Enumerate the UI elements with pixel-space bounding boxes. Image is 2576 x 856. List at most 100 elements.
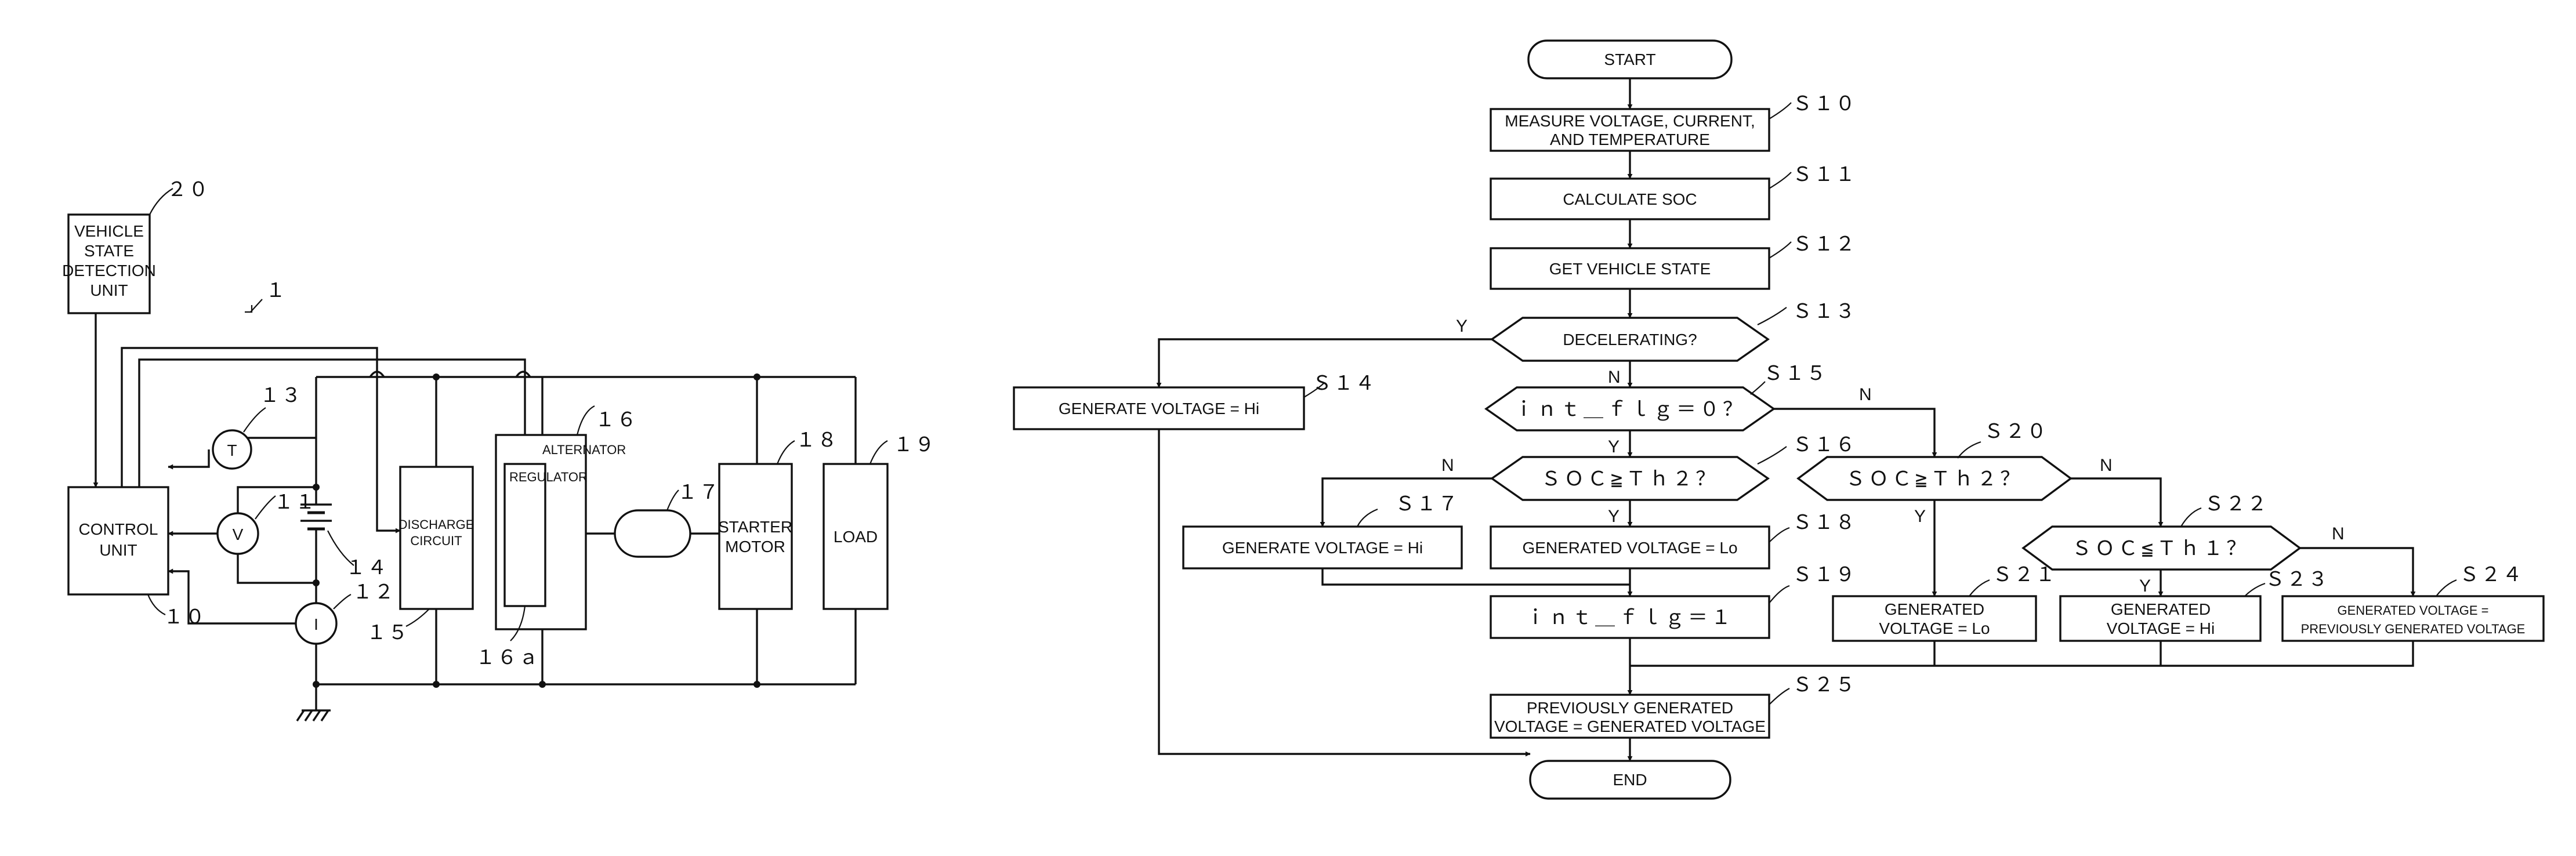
- decision-s20: ＳＯＣ≧Ｔｈ２？: [1798, 457, 2071, 500]
- s13-no-label: N: [1608, 368, 1621, 387]
- start-terminal: START: [1528, 41, 1731, 78]
- s24-line-1: GENERATED VOLTAGE =: [2337, 603, 2488, 618]
- s20-yes-label: Y: [1914, 507, 1926, 526]
- s20-no-label: N: [2100, 456, 2113, 475]
- s11-label: CALCULATE SOC: [1563, 190, 1697, 208]
- current-sensor: I: [296, 603, 336, 644]
- belt-pulley: [615, 510, 690, 557]
- alternator-label: ALTERNATOR: [542, 442, 626, 457]
- s23-line-1: GENERATED: [2111, 600, 2211, 618]
- label-s14: Ｓ１４: [1312, 372, 1376, 395]
- regulator: [505, 464, 545, 606]
- s10-line-1: MEASURE VOLTAGE, CURRENT,: [1505, 112, 1755, 130]
- s25-line-1: PREVIOUSLY GENERATED: [1527, 699, 1733, 717]
- discharge-circuit: DISCHARGE CIRCUIT: [398, 467, 474, 609]
- step-s10: MEASURE VOLTAGE, CURRENT, AND TEMPERATUR…: [1491, 109, 1769, 151]
- label-s12: Ｓ１２: [1792, 233, 1857, 256]
- temperature-symbol: T: [227, 441, 237, 459]
- vehicle-state-line-1: VEHICLE: [74, 222, 144, 240]
- s22-yes-label: Y: [2139, 576, 2151, 596]
- s21-line-2: VOLTAGE = Lo: [1879, 619, 1990, 637]
- s19-label: ｉｎｔ＿ｆｌｇ＝１: [1526, 606, 1734, 629]
- flowchart-connectors: [1159, 78, 2413, 761]
- decision-s22: ＳＯＣ≦Ｔｈ１？: [2023, 527, 2300, 570]
- label-s25: Ｓ２５: [1792, 673, 1857, 697]
- s15-label: ｉｎｔ＿ｆｌｇ＝０？: [1514, 398, 1746, 421]
- vehicle-state-line-2: STATE: [84, 242, 134, 260]
- s22-label: ＳＯＣ≦Ｔｈ１？: [2072, 537, 2249, 560]
- label-s11: Ｓ１１: [1792, 163, 1857, 186]
- start-label: START: [1604, 50, 1655, 68]
- label-s13: Ｓ１３: [1792, 300, 1857, 323]
- end-label: END: [1613, 771, 1647, 789]
- s22-no-label: N: [2332, 524, 2345, 543]
- label-s16: Ｓ１６: [1792, 433, 1857, 456]
- step-s18: GENERATED VOLTAGE = Lo: [1491, 527, 1769, 568]
- step-s17: GENERATE VOLTAGE = Hi: [1183, 527, 1462, 568]
- control-unit: CONTROL UNIT: [68, 487, 168, 594]
- s21-line-1: GENERATED: [1885, 600, 1984, 618]
- decision-s16: ＳＯＣ≧Ｔｈ２？: [1492, 457, 1768, 500]
- flowchart: START MEASURE VOLTAGE, CURRENT, AND TEMP…: [1014, 41, 2544, 799]
- label-s24: Ｓ２４: [2459, 563, 2524, 586]
- s23-line-2: VOLTAGE = Hi: [2107, 619, 2215, 637]
- label-s18: Ｓ１８: [1792, 511, 1857, 534]
- starter-motor: STARTER MOTOR: [718, 464, 792, 609]
- label-s10: Ｓ１０: [1792, 92, 1857, 115]
- ref-11: １１: [274, 491, 317, 514]
- ref-17: １７: [677, 481, 720, 504]
- starter-motor-line-1: STARTER: [718, 518, 792, 536]
- ref-18: １８: [796, 429, 839, 452]
- s17-label: GENERATE VOLTAGE = Hi: [1222, 539, 1423, 557]
- s15-no-label: N: [1859, 385, 1872, 404]
- label-s15: Ｓ１５: [1763, 362, 1828, 385]
- alternator: ALTERNATOR REGULATOR: [496, 435, 626, 629]
- s10-line-2: AND TEMPERATURE: [1550, 130, 1710, 148]
- label-s20: Ｓ２０: [1984, 420, 2048, 443]
- step-s24: GENERATED VOLTAGE = PREVIOUSLY GENERATED…: [2282, 596, 2544, 641]
- label-s22: Ｓ２２: [2204, 492, 2269, 516]
- step-s19: ｉｎｔ＿ｆｌｇ＝１: [1491, 596, 1769, 638]
- s13-label: DECELERATING?: [1563, 331, 1697, 349]
- ref-20: ２０: [167, 178, 210, 201]
- s12-label: GET VEHICLE STATE: [1549, 260, 1711, 278]
- decision-s13: DECELERATING?: [1492, 318, 1768, 361]
- ref-13: １３: [260, 384, 303, 407]
- ref-16a: １６ａ: [476, 646, 540, 669]
- load-label: LOAD: [834, 528, 878, 546]
- s15-yes-label: Y: [1608, 437, 1619, 456]
- vehicle-state-line-3: DETECTION: [62, 262, 156, 280]
- label-s21: Ｓ２１: [1992, 563, 2057, 586]
- end-terminal: END: [1530, 761, 1730, 799]
- s24-line-2: PREVIOUSLY GENERATED VOLTAGE: [2301, 622, 2526, 636]
- current-symbol: I: [314, 615, 318, 633]
- s16-yes-label: Y: [1608, 507, 1619, 526]
- ref-19: １９: [893, 433, 936, 456]
- step-s21: GENERATED VOLTAGE = Lo: [1833, 596, 2036, 641]
- s25-line-2: VOLTAGE = GENERATED VOLTAGE: [1494, 717, 1766, 735]
- discharge-circuit-line-2: CIRCUIT: [410, 534, 462, 548]
- s20-label: ＳＯＣ≧Ｔｈ２？: [1846, 467, 2023, 491]
- ref-1: １: [266, 279, 287, 302]
- circuit-diagram: VEHICLE STATE DETECTION UNIT CONTROL UNI…: [62, 178, 936, 721]
- vehicle-state-detection-unit: VEHICLE STATE DETECTION UNIT: [62, 215, 156, 313]
- step-s12: GET VEHICLE STATE: [1491, 248, 1769, 289]
- starter-motor-line-2: MOTOR: [725, 538, 785, 556]
- label-s17: Ｓ１７: [1395, 492, 1459, 516]
- control-unit-line-2: UNIT: [99, 541, 137, 559]
- ref-16: １６: [595, 408, 638, 431]
- s16-no-label: N: [1441, 456, 1454, 475]
- ref-14: １４: [346, 556, 389, 579]
- load: LOAD: [824, 464, 887, 609]
- ref-12: １２: [353, 581, 396, 604]
- s18-label: GENERATED VOLTAGE = Lo: [1522, 539, 1737, 557]
- step-s25: PREVIOUSLY GENERATED VOLTAGE = GENERATED…: [1491, 695, 1769, 738]
- vehicle-state-line-4: UNIT: [90, 281, 128, 299]
- voltage-symbol: V: [233, 525, 244, 543]
- regulator-label: REGULATOR: [509, 470, 588, 484]
- step-s14: GENERATE VOLTAGE = Hi: [1014, 387, 1304, 429]
- s14-label: GENERATE VOLTAGE = Hi: [1059, 400, 1259, 418]
- step-s23: GENERATED VOLTAGE = Hi: [2060, 596, 2260, 641]
- s16-label: ＳＯＣ≧Ｔｈ２？: [1541, 467, 1719, 491]
